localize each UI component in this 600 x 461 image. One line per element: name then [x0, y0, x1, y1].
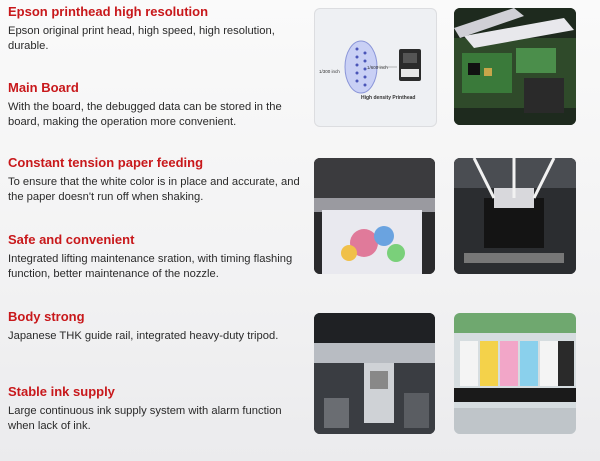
feature-title: Epson printhead high resolution	[8, 4, 209, 19]
diagram-label-right: 1/600 inch	[367, 65, 388, 70]
feature-title: Constant tension paper feeding	[8, 155, 204, 170]
paper-feeding-photo	[314, 158, 435, 274]
feature-title: Body strong	[8, 309, 85, 324]
main-board-photo	[454, 8, 576, 125]
maintenance-station-photo	[454, 158, 576, 274]
feature-description: Epson original print head, high speed, h…	[8, 25, 275, 52]
guide-rail-photo	[314, 313, 435, 434]
feature-description: Japanese THK guide rail, integrated heav…	[8, 330, 279, 342]
feature-title: Safe and convenient	[8, 232, 135, 247]
feature-ink-supply: Stable ink supply Large continuous ink s…	[8, 384, 308, 434]
feature-title: Stable ink supply	[8, 384, 115, 399]
diagram-label-left: 1/300 inch	[319, 69, 340, 74]
feature-main-board: Main Board With the board, the debugged …	[8, 80, 308, 130]
feature-body-strong: Body strong Japanese THK guide rail, int…	[8, 309, 308, 344]
diagram-caption: High density Printhead	[361, 95, 415, 101]
feature-title: Main Board	[8, 80, 79, 95]
feature-description: With the board, the debugged data can be…	[8, 101, 282, 128]
feature-description: Large continuous ink supply system with …	[8, 405, 282, 432]
printhead-diagram: 1/300 inch 1/600 inch High density Print…	[314, 8, 437, 127]
printhead-diagram-graphic: 1/300 inch 1/600 inch High density Print…	[319, 40, 421, 101]
feature-printhead: Epson printhead high resolution Epson or…	[8, 4, 308, 54]
feature-description: Integrated lifting maintenance sration, …	[8, 253, 293, 280]
feature-safe-convenient: Safe and convenient Integrated lifting m…	[8, 232, 308, 282]
ink-supply-photo	[454, 313, 576, 434]
feature-paper-feeding: Constant tension paper feeding To ensure…	[8, 155, 308, 205]
feature-description: To ensure that the white color is in pla…	[8, 176, 300, 203]
